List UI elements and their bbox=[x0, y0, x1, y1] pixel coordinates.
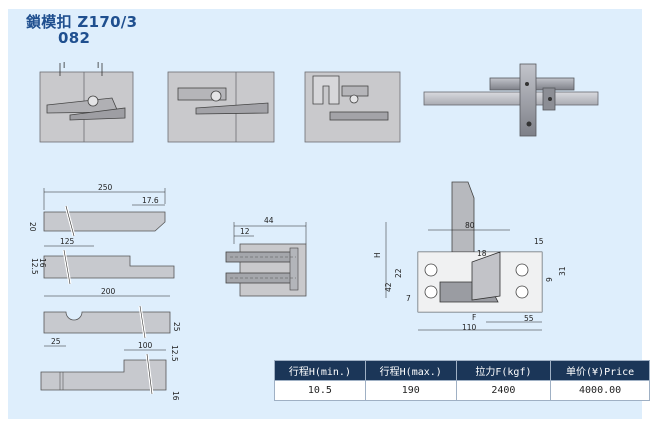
dim-20: 20 bbox=[28, 222, 37, 232]
part-bar-2: 125 12.5 16 bbox=[30, 237, 175, 285]
dim-31: 31 bbox=[558, 266, 567, 276]
table-row: 10.5 190 2400 4000.00 bbox=[274, 380, 650, 401]
cell-stroke-max: 190 bbox=[364, 380, 457, 401]
dim-17-6: 17.6 bbox=[142, 196, 159, 205]
cell-price: 4000.00 bbox=[550, 380, 650, 401]
pin-drawing: 44 12 bbox=[225, 216, 307, 297]
cell-pull-force: 2400 bbox=[455, 380, 552, 401]
header-stroke-max: 行程H(max.) bbox=[364, 360, 457, 381]
mark-right: I bbox=[97, 61, 99, 70]
dim-f: F bbox=[472, 313, 476, 322]
dim-16b: 16 bbox=[171, 391, 180, 401]
header-pull-force: 拉力F(kgf) bbox=[455, 360, 552, 381]
mold-view-2 bbox=[167, 71, 275, 143]
dim-15: 15 bbox=[534, 237, 544, 246]
dim-100: 100 bbox=[138, 341, 153, 350]
dim-44: 44 bbox=[264, 216, 274, 225]
dim-250: 250 bbox=[98, 183, 113, 192]
dim-16a: 16 bbox=[38, 258, 47, 268]
product-photo bbox=[423, 63, 599, 137]
dim-55: 55 bbox=[524, 314, 534, 323]
part-bar-4: 100 12.5 16 bbox=[40, 341, 180, 401]
assembly-drawing: H 80 15 42 22 7 18 31 9 F 55 110 bbox=[373, 181, 567, 332]
dim-h: H bbox=[373, 252, 382, 258]
dim-12: 12 bbox=[240, 227, 250, 236]
dim-12-5a: 12.5 bbox=[30, 258, 39, 275]
product-title: 鎖模扣 Z170/3 082 bbox=[26, 14, 137, 46]
table-header-row: 行程H(min.) 行程H(max.) 拉力F(kgf) 单价(¥)Price bbox=[274, 360, 650, 381]
mark-left: I bbox=[63, 61, 65, 70]
dim-9: 9 bbox=[545, 277, 554, 282]
cell-stroke-min: 10.5 bbox=[274, 380, 366, 401]
dim-110: 110 bbox=[462, 323, 477, 332]
dim-25a: 25 bbox=[51, 337, 61, 346]
header-stroke-min: 行程H(min.) bbox=[274, 360, 366, 381]
dim-200: 200 bbox=[101, 287, 116, 296]
dim-42: 42 bbox=[384, 282, 393, 292]
mold-view-1: I I bbox=[39, 61, 134, 143]
part-bar-1: 250 17.6 20 bbox=[28, 183, 166, 237]
mold-view-3 bbox=[304, 71, 401, 143]
dim-22: 22 bbox=[394, 268, 403, 278]
title-line1: 鎖模扣 Z170/3 bbox=[26, 13, 138, 31]
dim-12-5b: 12.5 bbox=[170, 345, 179, 362]
dim-80: 80 bbox=[465, 221, 475, 230]
dim-25b: 25 bbox=[172, 322, 181, 332]
dim-18: 18 bbox=[477, 249, 487, 258]
part-bar-3: 200 25 25 bbox=[43, 287, 181, 347]
spec-table: 行程H(min.) 行程H(max.) 拉力F(kgf) 单价(¥)Price … bbox=[274, 360, 650, 401]
dim-125: 125 bbox=[60, 237, 75, 246]
title-line2: 082 bbox=[58, 29, 91, 47]
dim-7: 7 bbox=[406, 294, 411, 303]
header-price: 单价(¥)Price bbox=[550, 360, 650, 381]
